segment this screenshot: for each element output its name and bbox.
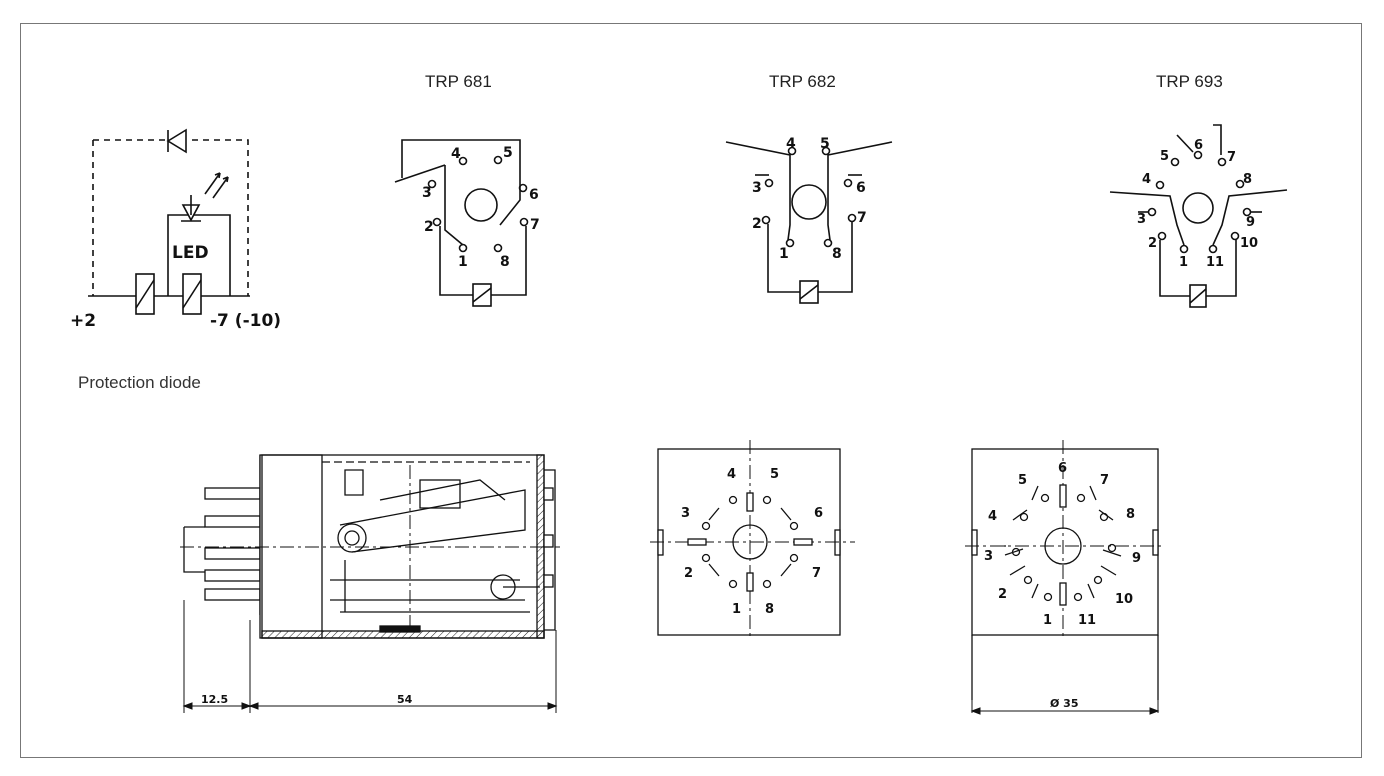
dimension-diameter: Ø 35 (1050, 697, 1079, 710)
pin-label: 3 (1137, 212, 1146, 227)
socket-label: 2 (998, 587, 1007, 602)
pin-label: 5 (820, 136, 830, 152)
socket-8pin (650, 440, 855, 640)
socket-label: 3 (681, 506, 690, 521)
socket-label: 8 (1126, 507, 1135, 522)
pin-label: 3 (422, 185, 432, 201)
socket-label: 6 (814, 506, 823, 521)
pin-label: 3 (752, 180, 762, 196)
dashed-diode-path (93, 139, 249, 296)
pin-label: 6 (1194, 138, 1203, 153)
pin-label: 9 (1246, 215, 1255, 230)
title-trp693: TRP 693 (1156, 72, 1223, 91)
trp681-pin-labels: 1 2 3 4 5 6 7 8 (422, 145, 540, 270)
pin-label: 1 (458, 254, 468, 270)
socket-label: 9 (1132, 551, 1141, 566)
pin-label: 6 (529, 187, 539, 203)
trp693-diagram (1109, 124, 1288, 308)
pin-label: 10 (1240, 236, 1258, 251)
contact-frame (401, 139, 521, 185)
pin-label: 8 (1243, 172, 1252, 187)
socket-label: 2 (684, 566, 693, 581)
pin-label: 1 (779, 246, 789, 262)
drawing-frame (20, 23, 1362, 758)
pin-label: 7 (530, 217, 540, 233)
title-trp681: TRP 681 (425, 72, 492, 91)
socket8-labels: 1 2 3 4 5 6 7 8 (681, 467, 823, 617)
plus-terminal-label: +2 (70, 311, 96, 331)
protection-diode-caption: Protection diode (78, 373, 201, 392)
diode-icon (166, 128, 187, 154)
relay-pins (183, 487, 261, 601)
socket-label: 7 (1100, 473, 1109, 488)
pin-label: 11 (1206, 255, 1224, 270)
socket-label: 7 (812, 566, 821, 581)
pin-label: 5 (503, 145, 513, 161)
pin-label: 2 (1148, 236, 1157, 251)
trp682-diagram (725, 141, 893, 304)
socket-label: 10 (1115, 592, 1133, 607)
pin-label: 6 (856, 180, 866, 196)
pin-label: 4 (451, 146, 461, 162)
pin-label: 4 (786, 136, 796, 152)
pin-label: 7 (1227, 150, 1236, 165)
socket-label: 1 (1043, 613, 1052, 628)
dimension-pins: 12.5 (201, 693, 228, 706)
trp693-pin-labels: 1 2 3 4 5 6 7 8 9 10 11 (1137, 138, 1258, 270)
pin-label: 8 (832, 246, 842, 262)
socket-label: 4 (727, 467, 736, 482)
pin-label: 1 (1179, 255, 1188, 270)
pin-label: 8 (500, 254, 510, 270)
pin-label: 7 (857, 210, 867, 226)
title-trp682: TRP 682 (769, 72, 836, 91)
pin-label: 5 (1160, 149, 1169, 164)
socket-label: 1 (732, 602, 741, 617)
protection-circuit (88, 128, 250, 315)
minus-terminal-label: -7 (-10) (210, 311, 281, 331)
led-label: LED (172, 243, 209, 263)
dimension-body: 54 (397, 693, 413, 706)
socket-label: 4 (988, 509, 997, 524)
trp682-pin-labels: 1 2 3 4 5 6 7 8 (752, 136, 867, 262)
led-branch (167, 214, 231, 296)
socket-label: 3 (984, 549, 993, 564)
socket11-labels: 1 2 3 4 5 6 7 8 9 10 11 (984, 461, 1141, 628)
pin-label: 2 (752, 216, 762, 232)
socket-11pin (965, 440, 1165, 700)
socket-label: 11 (1078, 613, 1096, 628)
dimension-lines (182, 600, 1160, 715)
trp681-diagram (394, 139, 529, 307)
socket-label: 5 (770, 467, 779, 482)
pin-label: 4 (1142, 172, 1151, 187)
socket-label: 6 (1058, 461, 1067, 476)
relay-side-view (180, 454, 560, 639)
pin-label: 2 (424, 219, 434, 235)
socket-label: 5 (1018, 473, 1027, 488)
socket-label: 8 (765, 602, 774, 617)
